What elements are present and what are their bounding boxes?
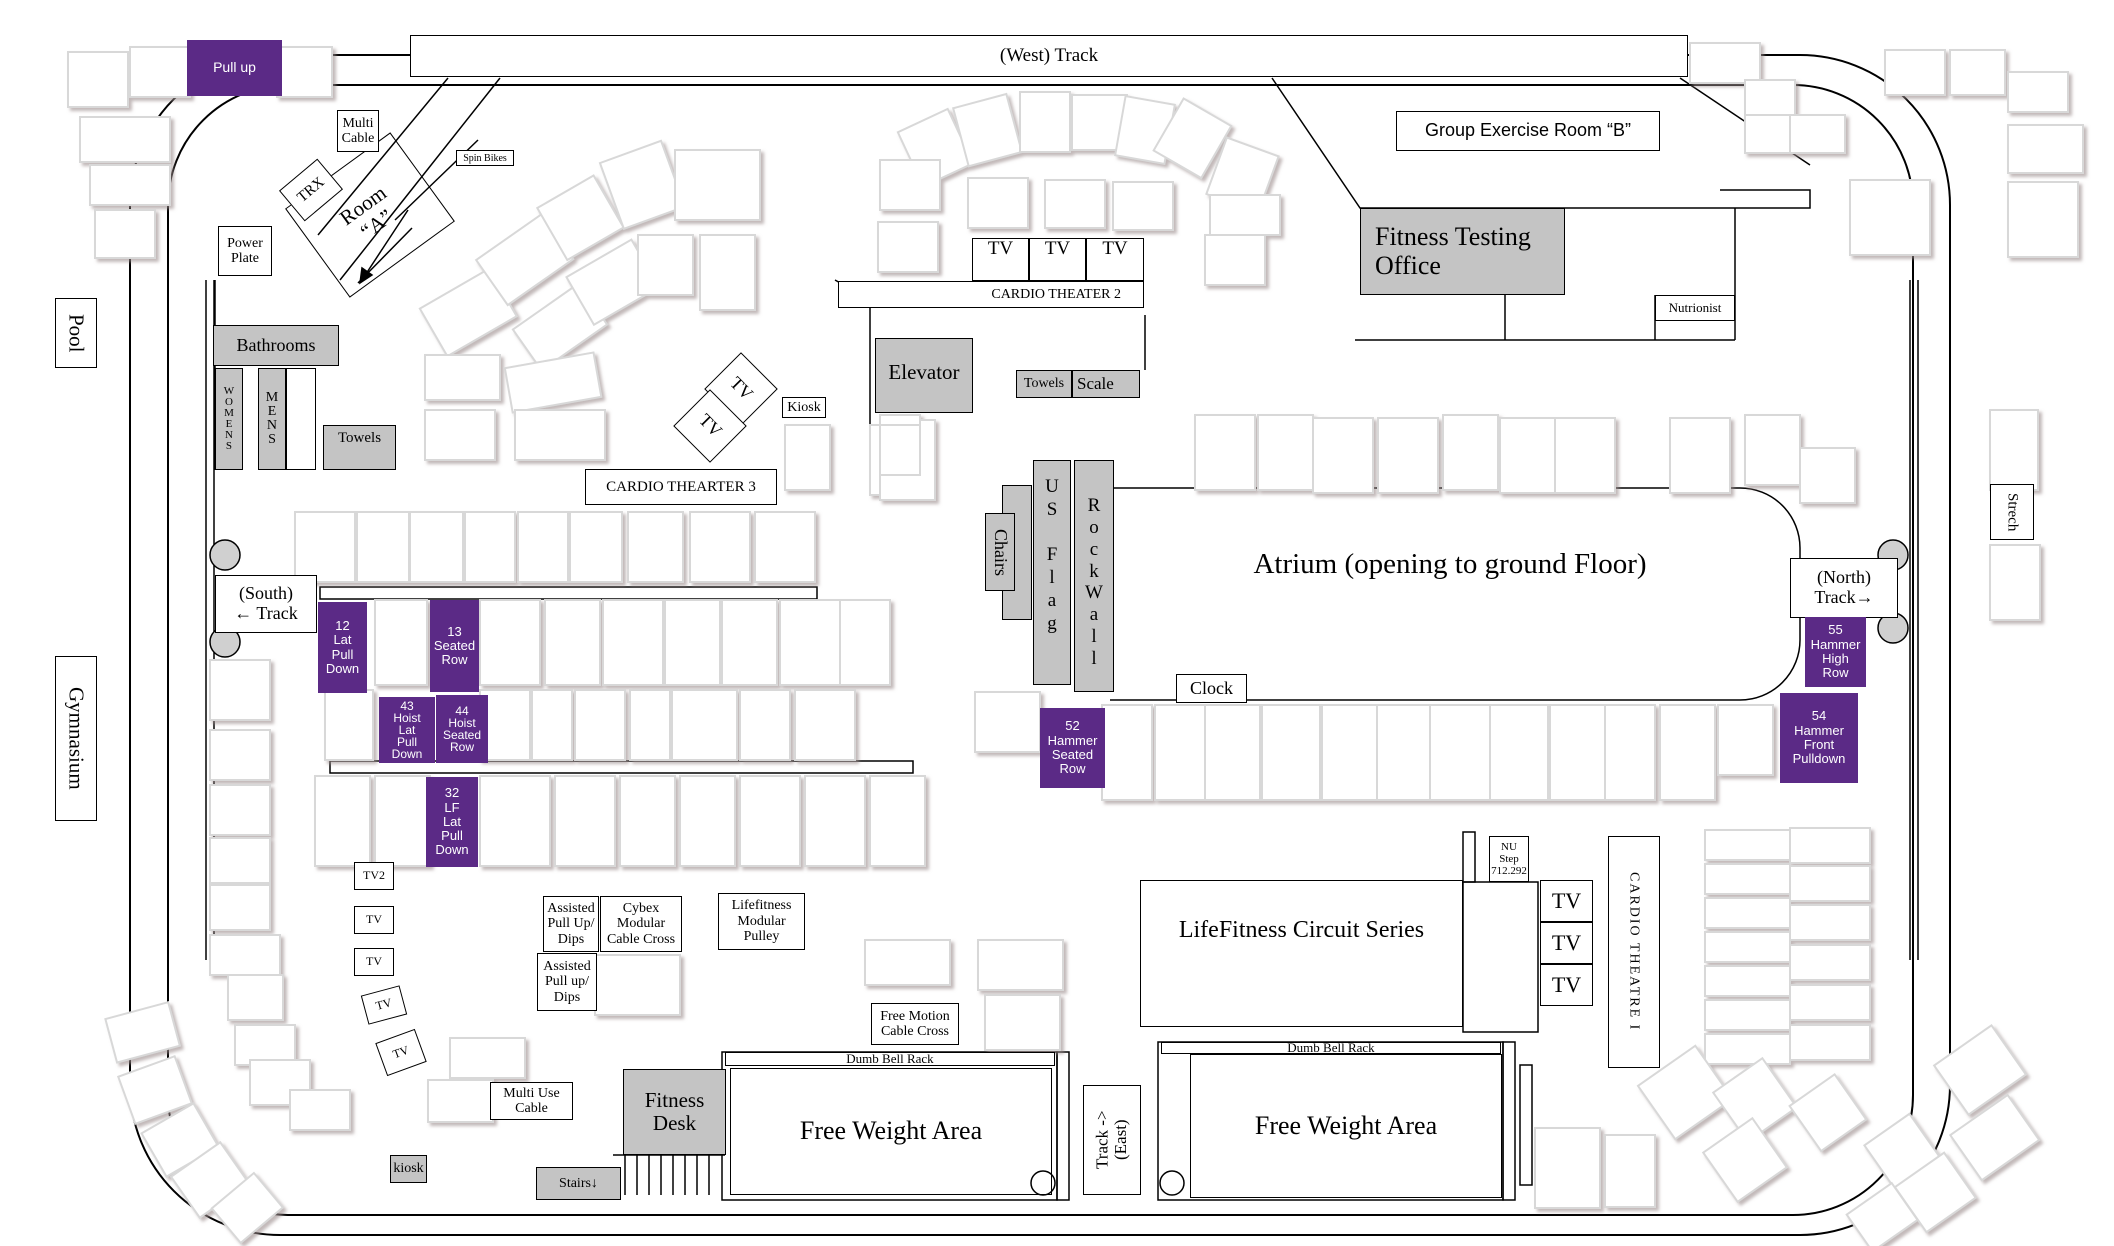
- kiosk-bottom: kiosk: [390, 1155, 427, 1183]
- towels-left: Towels: [323, 425, 396, 470]
- north-track: (North) Track→: [1790, 558, 1898, 618]
- north-track-line2: Track→: [1814, 587, 1874, 607]
- pull-up-station: Pull up: [187, 40, 282, 96]
- towels-center: Towels: [1016, 370, 1072, 398]
- nutrionist-office: Nutrionist: [1655, 295, 1735, 321]
- machine-52: 52 Hammer Seated Row: [1040, 708, 1105, 788]
- cybex-modular-cable-cross: Cybex Modular Cable Cross: [600, 896, 682, 952]
- free-weight-area-2: Free Weight Area: [1190, 1054, 1502, 1198]
- restroom-divider: [286, 368, 316, 470]
- dumb-bell-rack-2: Dumb Bell Rack: [1161, 1040, 1501, 1055]
- circuit-tv-2: TV: [1540, 922, 1593, 964]
- kiosk-top: Kiosk: [782, 397, 826, 418]
- machine-43: 43 Hoist Lat Pull Down: [379, 697, 435, 763]
- elevator: Elevator: [875, 338, 973, 413]
- multi-cable: Multi Cable: [337, 110, 379, 152]
- tv-left-2: TV: [354, 948, 394, 976]
- east-track: Track -> (East): [1083, 1085, 1141, 1195]
- womens-restroom: W O M E N S: [215, 368, 243, 470]
- gymnasium: Gymnasium: [55, 656, 97, 821]
- bathrooms: Bathrooms: [213, 325, 339, 366]
- stairs: Stairs↓: [536, 1167, 621, 1200]
- fitness-testing-office: Fitness Testing Office: [1360, 208, 1565, 295]
- machine-32: 32 LF Lat Pull Down: [426, 777, 478, 867]
- rock-wall: R o c k W a l l: [1074, 460, 1114, 692]
- north-track-line1: (North): [1817, 567, 1871, 588]
- nu-step: NU Step 712.292: [1489, 836, 1529, 882]
- strech-label: Strech: [2004, 492, 2021, 532]
- assisted-pull-up-dips-2: Assisted Pull up/ Dips: [537, 953, 597, 1011]
- machine-13: 13 Seated Row: [430, 600, 479, 692]
- south-track-line1: (South): [239, 583, 293, 604]
- lifefitness-circuit-series: LifeFitness Circuit Series: [1140, 880, 1463, 1027]
- machine-12: 12 Lat Pull Down: [318, 602, 367, 693]
- circuit-tv-1: TV: [1540, 880, 1593, 922]
- circuit-tv-3: TV: [1540, 964, 1593, 1006]
- power-plate: Power Plate: [218, 226, 272, 276]
- cardio-theatre-1: CARDIO THEATRE I: [1608, 836, 1660, 1068]
- strech-area: Strech: [1990, 484, 2034, 540]
- free-weight-area-1: Free Weight Area: [730, 1068, 1052, 1195]
- us-flag: U S F l a g: [1033, 460, 1071, 685]
- south-track-line2: ← Track: [234, 603, 298, 623]
- pool: Pool: [55, 298, 97, 368]
- cardio-theater-2-tv-1: TV: [972, 238, 1029, 281]
- free-motion-cable-cross: Free Motion Cable Cross: [871, 1003, 959, 1045]
- dumb-bell-rack-1: Dumb Bell Rack: [725, 1051, 1055, 1066]
- chairs: Chairs: [985, 513, 1015, 591]
- assisted-pull-up-dips-1: Assisted Pull Up/ Dips: [543, 896, 599, 952]
- cardio-theater-3: CARDIO THEARTER 3: [585, 469, 777, 505]
- spin-bikes: Spin Bikes: [456, 150, 514, 166]
- machine-44: 44 Hoist Seated Row: [436, 695, 488, 763]
- cardio-theater-2: CARDIO THEATER 2: [838, 281, 1144, 308]
- fitness-desk: Fitness Desk: [623, 1069, 726, 1155]
- track-inner: [167, 84, 1914, 1216]
- pool-label: Pool: [64, 313, 89, 353]
- tv-left-1: TV: [354, 906, 394, 934]
- cardio-theatre-1-label: CARDIO THEATRE I: [1626, 872, 1642, 1032]
- cardio-theater-2-tv-2: TV: [1029, 238, 1086, 281]
- south-track: (South) ← Track: [215, 575, 317, 633]
- clock: Clock: [1176, 674, 1247, 703]
- cardio-theater-2-tv-3: TV: [1086, 238, 1144, 281]
- west-track: (West) Track: [410, 35, 1688, 77]
- tv2: TV2: [354, 862, 394, 890]
- group-exercise-room-b: Group Exercise Room “B”: [1396, 111, 1660, 151]
- machine-54: 54 Hammer Front Pulldown: [1780, 693, 1858, 783]
- scale: Scale: [1072, 370, 1140, 398]
- gymnasium-label: Gymnasium: [64, 687, 89, 790]
- lifefitness-modular-pulley: Lifefitness Modular Pulley: [718, 893, 805, 950]
- machine-55: 55 Hammer High Row: [1805, 617, 1866, 687]
- mens-restroom: M E N S: [258, 368, 286, 470]
- atrium: Atrium (opening to ground Floor): [1253, 548, 1647, 581]
- multi-use-cable: Multi Use Cable: [490, 1082, 573, 1120]
